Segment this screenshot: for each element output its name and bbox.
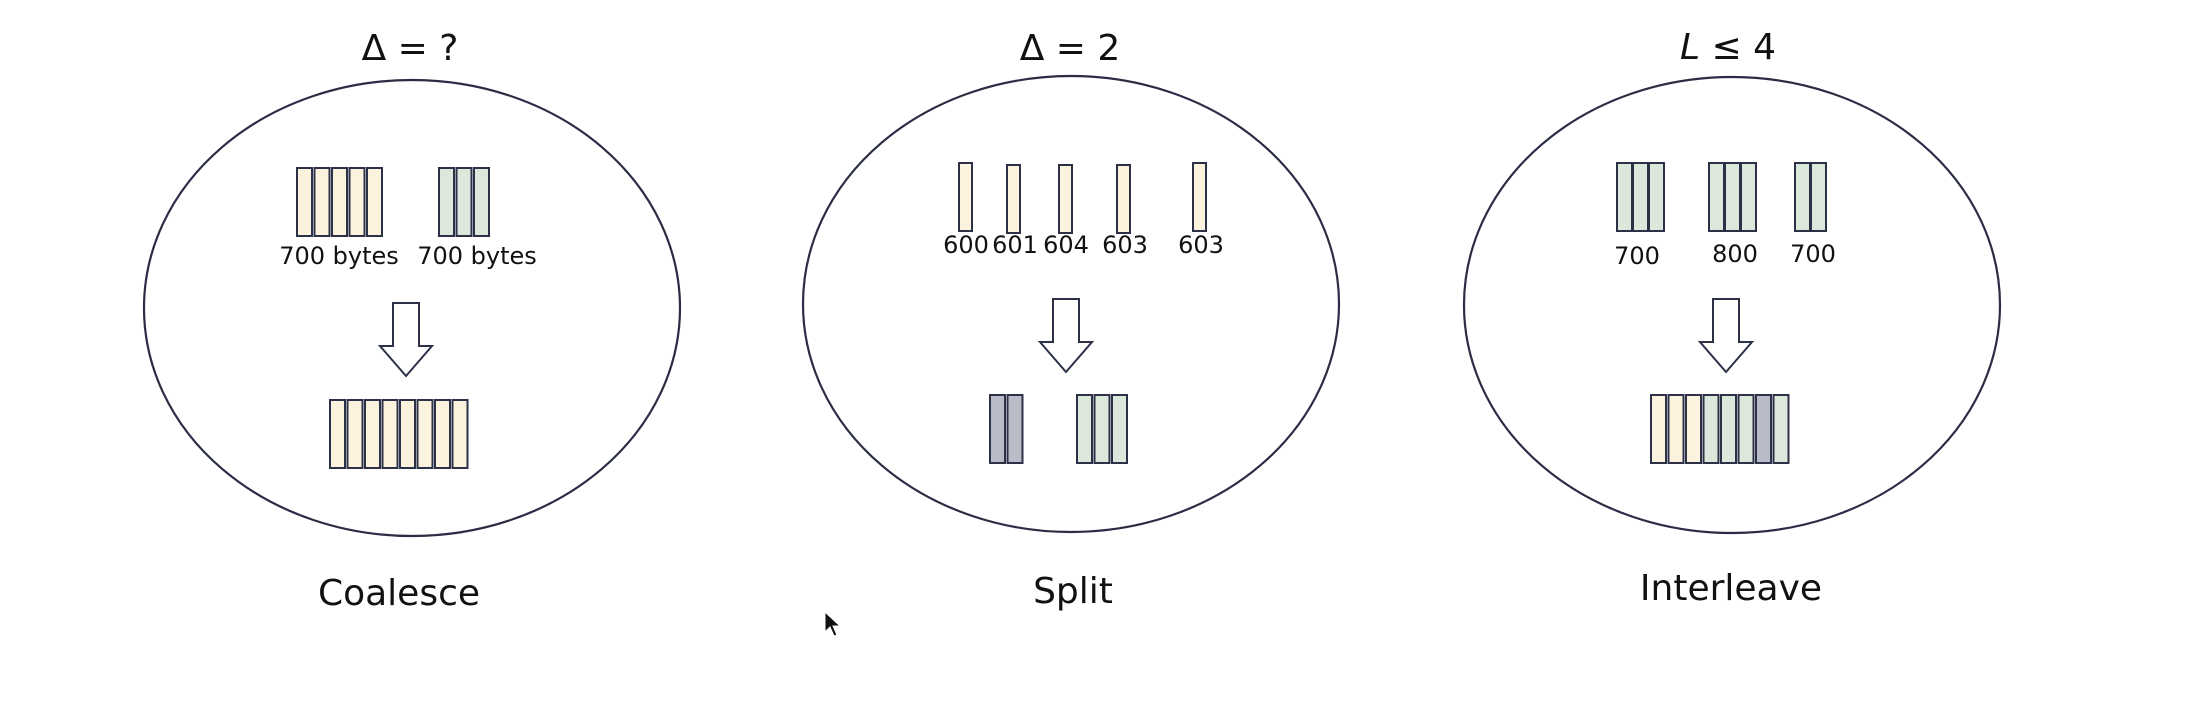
panel-coalesce: Δ = ? 700 bytes 700 bytes Coalesce: [142, 28, 682, 614]
packet-interleave-out-1-3: [1685, 394, 1702, 464]
packet-interleave-in-3-1: [1794, 162, 1811, 232]
packet-split-out-2-2: [1093, 394, 1111, 464]
input-packets-split: [958, 162, 1207, 234]
packet-split-out-1-2: [1006, 394, 1024, 464]
caption-split: Split: [1033, 571, 1113, 612]
packet-interleave-out-1-8: [1772, 394, 1790, 464]
output-packets-coalesce: [329, 399, 469, 469]
packet-interleave-in-2-1: [1708, 162, 1725, 232]
oval-coalesce: [142, 78, 682, 538]
caption-interleave: Interleave: [1640, 568, 1822, 609]
packet-interleave-out-1-2: [1667, 394, 1685, 464]
label-interleave-800: 800: [1712, 240, 1758, 268]
input-packets-coalesce: [296, 167, 490, 237]
label-interleave-700a: 700: [1614, 242, 1660, 270]
oval-interleave: [1462, 75, 2002, 535]
down-arrow-icon: [1697, 298, 1755, 374]
oval-split: [801, 74, 1341, 534]
packet-split-out-2-3: [1111, 394, 1128, 464]
label-coalesce-group-1: 700 bytes: [279, 242, 399, 270]
packet-interleave-in-2-2: [1724, 162, 1741, 232]
label-split-604: 604: [1043, 231, 1089, 259]
packet-coalesce-in-2-2: [455, 167, 473, 237]
packet-split-out-2-1: [1076, 394, 1093, 464]
packet-coalesce-out-1-1: [329, 399, 346, 469]
packet-split-in-5-1: [1192, 162, 1207, 232]
label-split-600: 600: [943, 231, 989, 259]
label-split-601: 601: [992, 231, 1038, 259]
packet-split-in-4-1: [1116, 164, 1131, 234]
packet-split-in-3-1: [1058, 164, 1073, 234]
packet-split-out-1-1: [989, 394, 1006, 464]
packet-coalesce-in-2-1: [438, 167, 455, 237]
packet-interleave-in-1-3: [1648, 162, 1665, 232]
panel-split: Δ = 2 600 601 604 603 603 Split: [801, 28, 1341, 612]
heading-coalesce: Δ = ?: [362, 28, 459, 69]
output-packets-split: [989, 394, 1128, 464]
packet-interleave-out-1-7: [1755, 394, 1772, 464]
packet-interleave-out-1-1: [1650, 394, 1667, 464]
packet-coalesce-in-2-3: [473, 167, 490, 237]
packet-split-in-1-1: [958, 162, 973, 232]
down-arrow-icon: [1037, 298, 1095, 374]
packet-coalesce-in-1-2: [313, 167, 331, 237]
caption-coalesce: Coalesce: [318, 573, 480, 614]
packet-coalesce-in-1-4: [348, 167, 366, 237]
packet-interleave-in-1-2: [1632, 162, 1649, 232]
packet-coalesce-out-1-4: [381, 399, 399, 469]
label-split-603b: 603: [1178, 231, 1224, 259]
packet-coalesce-out-1-3: [364, 399, 381, 469]
packet-interleave-out-1-4: [1702, 394, 1720, 464]
heading-interleave-var: L: [1680, 27, 1700, 68]
packet-coalesce-out-1-6: [416, 399, 434, 469]
packet-interleave-out-1-5: [1720, 394, 1737, 464]
label-split-603a: 603: [1102, 231, 1148, 259]
packet-coalesce-in-1-3: [331, 167, 348, 237]
heading-interleave-rest: ≤ 4: [1700, 27, 1776, 68]
packet-interleave-in-2-3: [1740, 162, 1757, 232]
packet-coalesce-out-1-5: [399, 399, 416, 469]
packet-split-in-2-1: [1006, 164, 1021, 234]
packet-interleave-in-3-2: [1810, 162, 1827, 232]
packet-coalesce-in-1-5: [366, 167, 383, 237]
packet-coalesce-in-1-1: [296, 167, 313, 237]
down-arrow-icon: [377, 302, 435, 378]
packet-interleave-out-1-6: [1737, 394, 1755, 464]
heading-split: Δ = 2: [1020, 28, 1121, 69]
output-packets-interleave: [1650, 394, 1790, 464]
heading-interleave: L ≤ 4: [1680, 27, 1776, 68]
mouse-cursor-icon: [824, 610, 842, 637]
packet-coalesce-out-1-2: [346, 399, 364, 469]
panel-interleave: L ≤ 4 700 800 700 Interleave: [1462, 27, 2002, 609]
packet-coalesce-out-1-7: [434, 399, 451, 469]
packet-interleave-in-1-1: [1616, 162, 1633, 232]
label-interleave-700b: 700: [1790, 240, 1836, 268]
label-coalesce-group-2: 700 bytes: [417, 242, 537, 270]
input-packets-interleave: [1616, 162, 1827, 232]
packet-coalesce-out-1-8: [451, 399, 469, 469]
